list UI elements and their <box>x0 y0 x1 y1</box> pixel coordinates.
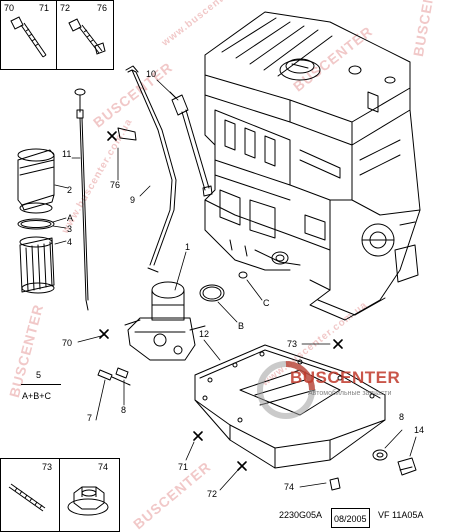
filter-element <box>19 236 55 294</box>
o-ring-seal <box>17 218 55 230</box>
callout-10: 10 <box>146 69 157 79</box>
footer-date: 08/2005 <box>334 514 367 524</box>
callout-70: 70 <box>62 338 73 348</box>
brand-logo-title: BUSCENTER <box>290 368 401 387</box>
callout-72: 72 <box>207 489 218 499</box>
bolt-70-small <box>97 369 131 386</box>
leader-lines <box>52 79 417 491</box>
oil-sump-pan <box>194 344 386 469</box>
dipstick-guide-tube <box>117 65 177 273</box>
callout-8-right: 8 <box>399 412 405 422</box>
callout-5-subtitle: A+B+C <box>22 391 52 401</box>
brand-logo: BUSCENTER Автомобильные запчасти <box>250 352 440 422</box>
fasteners-panel-top: 70 71 72 76 <box>0 0 114 70</box>
brand-logo-subtitle: Автомобильные запчасти <box>308 390 392 397</box>
oil-filter-bracket <box>124 281 206 361</box>
footer-date-box: 08/2005 <box>331 508 370 528</box>
part-ref-label: 74 <box>98 462 109 472</box>
seal-c <box>238 271 248 279</box>
bolt-72-76-drawing <box>68 18 106 55</box>
gasket-b <box>199 284 225 302</box>
callout-12: 12 <box>199 329 210 339</box>
part-ref-label: 72 <box>60 3 71 13</box>
stud-73-drawing <box>8 483 46 512</box>
callout-5: 5 <box>36 370 42 380</box>
part-ref-label: 71 <box>39 3 50 13</box>
footer-vf-code: VF 11A05A <box>378 510 424 520</box>
callout-a: A <box>67 213 74 223</box>
callout-5-underline <box>21 384 61 385</box>
footer-ref-code: 2230G05A <box>279 510 323 520</box>
bolt-70-71-drawing <box>10 16 47 58</box>
callout-9: 9 <box>130 195 136 205</box>
callout-71: 71 <box>178 462 189 472</box>
bolt-position-marks <box>99 131 343 471</box>
part-cell-73: 73 <box>0 458 60 532</box>
callout-3: 3 <box>67 224 73 234</box>
part-ref-label: 76 <box>97 3 108 13</box>
drain-plug <box>397 457 417 476</box>
callout-2: 2 <box>67 185 73 195</box>
part-cell-74: 74 <box>59 458 120 532</box>
callout-11: 11 <box>62 149 72 159</box>
drain-washer <box>372 449 388 461</box>
callout-1: 1 <box>185 242 191 252</box>
callout-73: 73 <box>287 339 298 349</box>
engine-block <box>204 11 421 321</box>
part-cell-72-76: 72 76 <box>56 0 114 70</box>
stud-74 <box>329 477 341 491</box>
callout-76: 76 <box>110 180 121 190</box>
brand-logo-mark <box>257 361 315 419</box>
flange-nut-74-drawing <box>67 486 109 516</box>
part-cell-70-71: 70 71 <box>0 0 57 70</box>
callout-4: 4 <box>67 237 73 247</box>
part-ref-label: 73 <box>42 462 53 472</box>
callout-b: B <box>238 321 245 331</box>
callout-74: 74 <box>284 482 295 492</box>
dipstick <box>74 88 89 311</box>
callout-8-left: 8 <box>121 405 127 415</box>
part-ref-label: 70 <box>4 3 15 13</box>
oil-filter-housing <box>17 148 55 214</box>
fasteners-panel-bottom: 73 74 <box>0 458 120 532</box>
screw-8-small <box>115 367 129 379</box>
callout-14: 14 <box>414 425 425 435</box>
footer-reference: 2230G05A 08/2005 VF 11A05A <box>279 508 450 528</box>
callout-7: 7 <box>87 413 93 423</box>
callout-c: C <box>263 298 270 308</box>
